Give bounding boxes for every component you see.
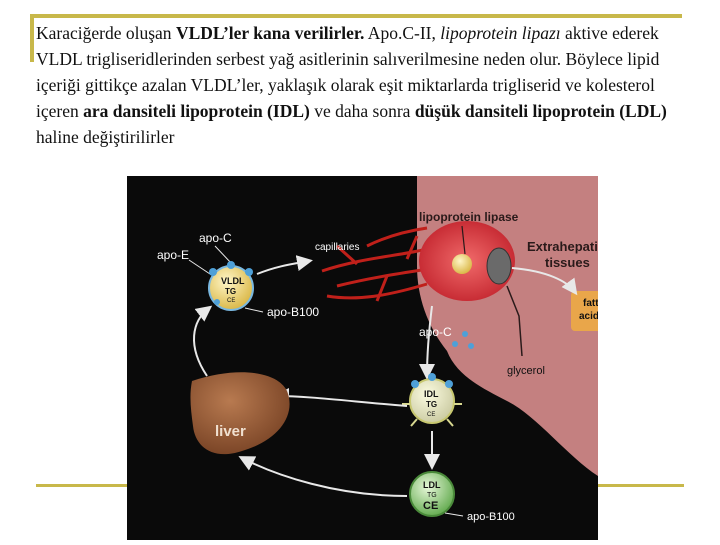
bold-run-vldl: VLDL’ler kana verilirler. xyxy=(175,23,365,43)
text-run: haline değiştirilirler xyxy=(36,127,175,147)
extrahepatic-label-line2: tissues xyxy=(545,255,590,270)
ldl-particle xyxy=(409,471,455,517)
text-run: Karaciğerde oluşan xyxy=(36,23,176,43)
liver-label: liver xyxy=(215,423,246,440)
top-decorative-rule xyxy=(30,14,682,18)
text-run: Apo.C-II, xyxy=(364,23,441,43)
vldl-tg-label: TG xyxy=(225,287,236,296)
lipoprotein-metabolism-diagram: lipoprotein lipase capillaries Extrahepa… xyxy=(127,176,619,540)
cell-nucleus xyxy=(486,247,512,285)
capillary-to-idl-arrow xyxy=(419,305,436,380)
extrahepatic-label-line1: Extrahepatic xyxy=(527,239,598,254)
text-run: ve daha sonra xyxy=(309,101,415,121)
glycerol-label: glycerol xyxy=(507,365,545,377)
apo-b100-bottom-pointer xyxy=(444,512,464,517)
ldl-tg-label: TG xyxy=(427,492,437,499)
liver-to-vldl-arrow xyxy=(193,305,213,377)
fatty-acids-label-line1: fatty xyxy=(583,298,598,309)
idl-ce-label: CE xyxy=(427,412,435,418)
ldl-ce-label: CE xyxy=(423,500,438,512)
idl-label: IDL xyxy=(424,389,439,399)
apo-b100-bottom-label: apo-B100 xyxy=(467,511,515,523)
glycerol-pointer xyxy=(506,285,523,357)
idl-tg-label: TG xyxy=(426,400,437,409)
lipoprotein-lipase-label: lipoprotein lipase xyxy=(419,210,519,224)
body-paragraph: Karaciğerde oluşan VLDL’ler kana verilir… xyxy=(36,20,696,150)
released-apo-c xyxy=(452,331,474,349)
capillaries-label: capillaries xyxy=(315,242,359,253)
fatty-acid-arrow xyxy=(511,267,578,296)
liver-shape xyxy=(190,372,290,455)
apo-c-pointer xyxy=(214,245,233,265)
apo-b100-top-pointer xyxy=(244,307,264,313)
apo-b100-top-label: apo-B100 xyxy=(267,305,319,319)
apo-e-label: apo-E xyxy=(157,248,189,262)
idl-spikes xyxy=(402,403,462,427)
apo-c-mid-label: apo-C xyxy=(419,325,452,339)
text-run: aktive ederek VLDL trigliseridlerinden s… xyxy=(36,23,660,121)
apo-c-top-label: apo-C xyxy=(199,231,232,245)
vldl-label: VLDL xyxy=(221,276,245,286)
idl-apoproteins xyxy=(411,373,453,388)
left-decorative-rule xyxy=(30,14,34,62)
lipase-pointer xyxy=(461,225,466,255)
apo-e-pointer xyxy=(188,259,214,277)
bold-run-idl: ara dansiteli lipoprotein (IDL) xyxy=(83,101,310,121)
fatty-acids-label-line2: acids xyxy=(579,311,598,322)
bound-lipoprotein xyxy=(452,254,472,274)
vldl-ce-label: CE xyxy=(227,298,235,304)
ldl-to-liver-arrow xyxy=(238,456,408,497)
vldl-apoproteins xyxy=(209,261,253,305)
bold-run-ldl: düşük dansiteli lipoprotein (LDL) xyxy=(414,101,667,121)
ldl-label: LDL xyxy=(423,480,441,490)
italic-run-lipoprotein-lipase: lipoprotein lipazı xyxy=(440,23,561,43)
vldl-to-capillary-arrow xyxy=(256,255,313,275)
